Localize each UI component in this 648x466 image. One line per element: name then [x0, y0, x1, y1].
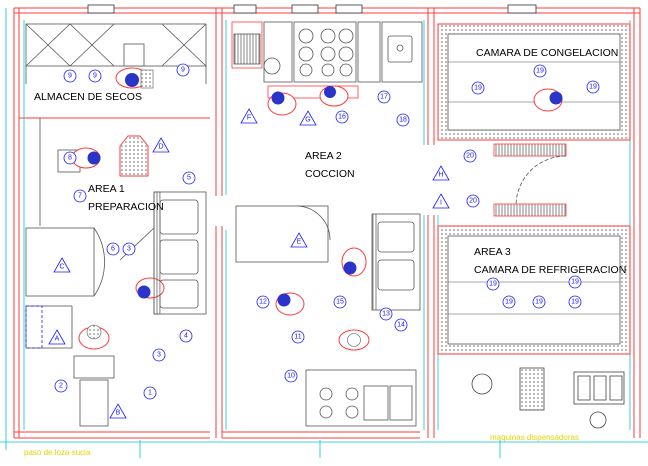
room-label-area2-sub: COCCION: [305, 168, 355, 180]
cooking-line: [231, 21, 423, 427]
tag-letter: A: [55, 336, 60, 343]
tag-number: 9: [68, 73, 72, 80]
tag-number: 3: [127, 246, 131, 253]
refrigerator-room: [437, 225, 631, 355]
tag-number: 20: [466, 153, 474, 160]
worker-chair-almacen: [115, 43, 154, 89]
room-label-area2: AREA 2: [305, 150, 342, 162]
trash-bin: [119, 135, 149, 177]
tag-letter: B: [116, 410, 121, 417]
tag-number: 6: [111, 246, 115, 253]
bottom-label-right: maquinas dispensadoras: [490, 433, 579, 442]
tag-number: 11: [294, 334, 301, 341]
tag-number: 19: [571, 299, 579, 306]
tag-number: 19: [536, 68, 544, 75]
tag-number: 19: [589, 84, 597, 91]
tag-letter: C: [59, 264, 64, 271]
tag-number: 3: [157, 352, 161, 359]
storage-shelves: [25, 23, 207, 84]
tag-number: 18: [399, 117, 407, 124]
workers-area2: [267, 85, 370, 351]
tag-number: 19: [571, 279, 579, 286]
tag-number: 14: [397, 322, 405, 329]
room-label-area3-sub: CAMARA DE REFRIGERACION: [474, 264, 626, 276]
tag-number: 19: [489, 281, 497, 288]
triangle-tags: [48, 108, 450, 419]
tag-letter: G: [305, 117, 310, 124]
tag-number: 19: [474, 85, 482, 92]
room-label-area1: AREA 1: [88, 183, 125, 195]
area2-grill: [372, 214, 378, 310]
bottom-label-left: paso de loza sucia: [24, 448, 91, 457]
tag-number: 8: [68, 155, 72, 162]
tag-number: 9: [93, 73, 97, 80]
room-label-congelacion: CAMARA DE CONGELACION: [476, 47, 618, 59]
tag-number: 7: [78, 193, 82, 200]
tag-number: 9: [181, 67, 185, 74]
tag-letter: D: [158, 144, 163, 151]
tag-letter: F: [247, 115, 251, 122]
tag-number: 5: [187, 175, 191, 182]
dispenser-machines: [471, 367, 625, 429]
room-label-area1-sub: PREPARACION: [88, 201, 164, 213]
tag-letter: H: [438, 172, 443, 179]
circle-tags: [54, 63, 600, 400]
area1-grill: [153, 191, 161, 315]
tag-letter: I: [440, 200, 442, 207]
tag-number: 19: [535, 299, 543, 306]
tag-labels: 9 9 9 8 7 6 5 3 4 3 2 1 10 11 12 13 14 15 16 17 18 19 19 19 19 19…: [55, 67, 597, 417]
tag-number: 16: [338, 114, 346, 121]
tag-number: 19: [505, 299, 513, 306]
room-label-almacen: ALMACEN DE SECOS: [34, 91, 142, 103]
walls: [13, 7, 641, 439]
dashed-table: [25, 305, 43, 349]
tag-number: 20: [469, 198, 477, 205]
tag-number: 4: [184, 333, 188, 340]
tag-number: 2: [59, 383, 63, 390]
area1-fixtures: [25, 118, 207, 427]
tag-number: 15: [336, 299, 344, 306]
tag-number: 1: [148, 390, 152, 397]
tag-letter: E: [297, 239, 302, 246]
tag-number: 17: [380, 94, 388, 101]
tag-number: 13: [382, 311, 390, 318]
room-label-area3: AREA 3: [474, 246, 511, 258]
top-windows: [87, 4, 537, 14]
tag-number: 10: [287, 373, 295, 380]
tag-number: 12: [259, 299, 267, 306]
